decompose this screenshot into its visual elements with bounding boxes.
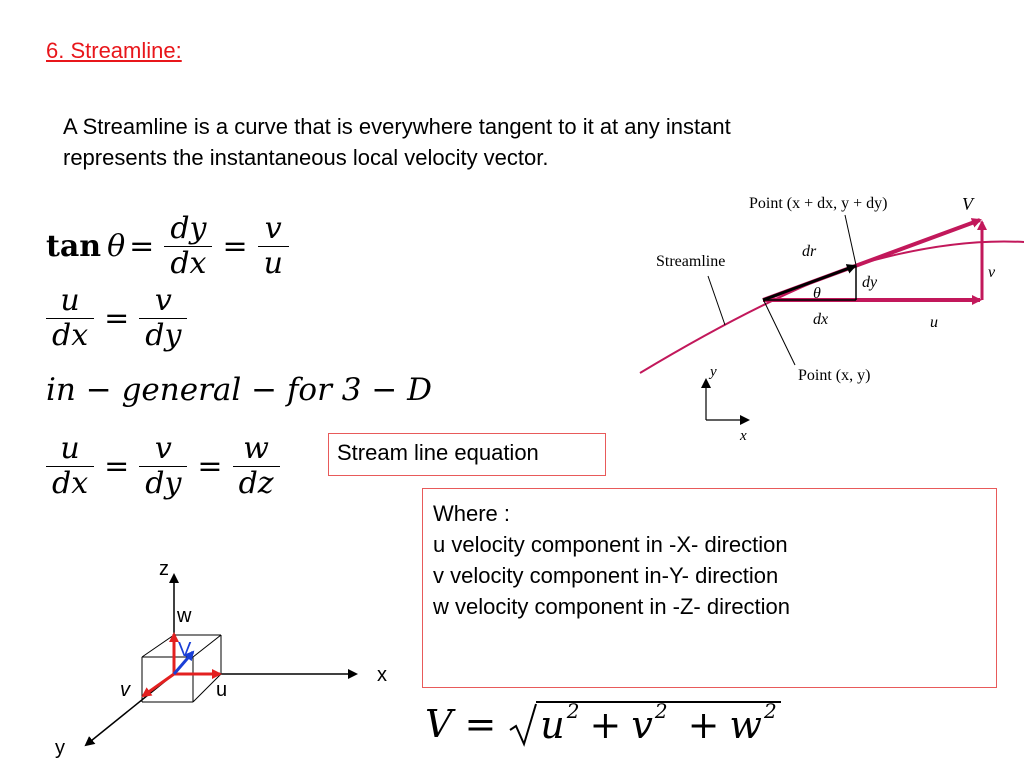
numerator: dy (170, 211, 207, 246)
equals-sign: = (129, 229, 155, 264)
label-point-top: Point (x + dx, y + dy) (749, 195, 888, 212)
numerator: u (60, 283, 80, 318)
stream-line-equation-box: Stream line equation (328, 433, 606, 476)
equation-u-dx-v-dy: u dx = v dy (40, 284, 193, 353)
label-dr: dr (802, 243, 817, 260)
equation-general-3d: in − general − for 3 − D (46, 372, 433, 408)
point-xy-leader (763, 300, 796, 366)
label-theta: θ (813, 285, 821, 302)
exponent: 2 (654, 699, 668, 723)
label-y: y (55, 737, 65, 759)
equals-sign: = (464, 702, 497, 746)
label-point-xy: Point (x, y) (798, 367, 870, 384)
denominator: dx (46, 466, 95, 501)
exponent: 2 (566, 699, 580, 723)
equals-sign: = (222, 229, 248, 264)
label-w: w (176, 605, 192, 627)
equation-tan-theta: tan θ = dy dx = v u (46, 212, 295, 281)
v-term: v (631, 703, 653, 747)
intro-line-2: represents the instantaneous local veloc… (63, 145, 549, 170)
denominator: dz (232, 466, 280, 501)
fraction-v-u: v u (257, 211, 289, 281)
numerator: w (243, 431, 269, 466)
label-dy: dy (862, 274, 878, 291)
numerator: v (154, 431, 172, 466)
label-streamline: Streamline (656, 253, 725, 270)
theta-symbol: θ (107, 229, 126, 264)
u-term: u (540, 703, 565, 747)
where-definitions-box: Where : u velocity component in -X- dire… (422, 488, 997, 688)
numerator: v (264, 211, 282, 246)
equals-sign: = (104, 301, 130, 336)
fraction-u-dx: u dx (46, 431, 95, 501)
label-u: u (930, 314, 938, 331)
denominator: dy (139, 318, 188, 353)
v-component-arrow (141, 672, 175, 698)
label-dx: dx (813, 311, 828, 328)
where-line-u: u velocity component in -X- direction (433, 532, 788, 557)
equals-sign: = (197, 449, 223, 484)
point-top-leader (844, 214, 857, 266)
equals-sign: = (104, 449, 130, 484)
streamline-leader (707, 275, 726, 326)
velocity-V-arrow (172, 650, 195, 675)
w-term: w (729, 703, 762, 747)
label-v: v (120, 679, 131, 701)
label-v: v (988, 264, 996, 281)
numerator: u (60, 431, 80, 466)
sqrt-icon (509, 703, 538, 747)
where-line-v: v velocity component in-Y- direction (433, 563, 779, 588)
exponent: 2 (763, 699, 777, 723)
where-line-w: w velocity component in -Z- direction (433, 594, 791, 619)
tan-text: tan (46, 229, 102, 264)
where-heading: Where : (433, 501, 511, 526)
fraction-u-dx: u dx (46, 283, 95, 353)
plus-sign: + (687, 703, 720, 747)
label-z: z (159, 558, 169, 580)
label-V: V (178, 639, 192, 661)
equation-3d-streamline: u dx = v dy = w dz (40, 432, 286, 501)
intro-paragraph: A Streamline is a curve that is everywhe… (63, 111, 893, 173)
intro-line-1: A Streamline is a curve that is everywhe… (63, 114, 731, 139)
axes-3d-diagram: z w V x v u y (55, 558, 387, 759)
label-x: x (377, 664, 387, 686)
denominator: u (257, 246, 289, 281)
label-vector-V: V (962, 194, 975, 214)
plus-sign: + (589, 703, 622, 747)
fraction-w-dz: w dz (232, 431, 280, 501)
label-axis-x: x (739, 428, 747, 444)
slide-title: 6. Streamline: (46, 38, 182, 63)
dr-vector-arrow (762, 264, 857, 302)
V-symbol: V (425, 702, 453, 746)
numerator: v (154, 283, 172, 318)
fraction-v-dy: v dy (139, 431, 188, 501)
fraction-v-dy: v dy (139, 283, 188, 353)
denominator: dy (139, 466, 188, 501)
streamline-diagram: Point (x + dx, y + dy) V dr Streamline d… (639, 194, 1024, 444)
fraction-dy-dx: dy dx (164, 211, 213, 281)
denominator: dx (46, 318, 95, 353)
denominator: dx (164, 246, 213, 281)
label-u: u (216, 679, 227, 701)
label-axis-y: y (708, 364, 717, 380)
